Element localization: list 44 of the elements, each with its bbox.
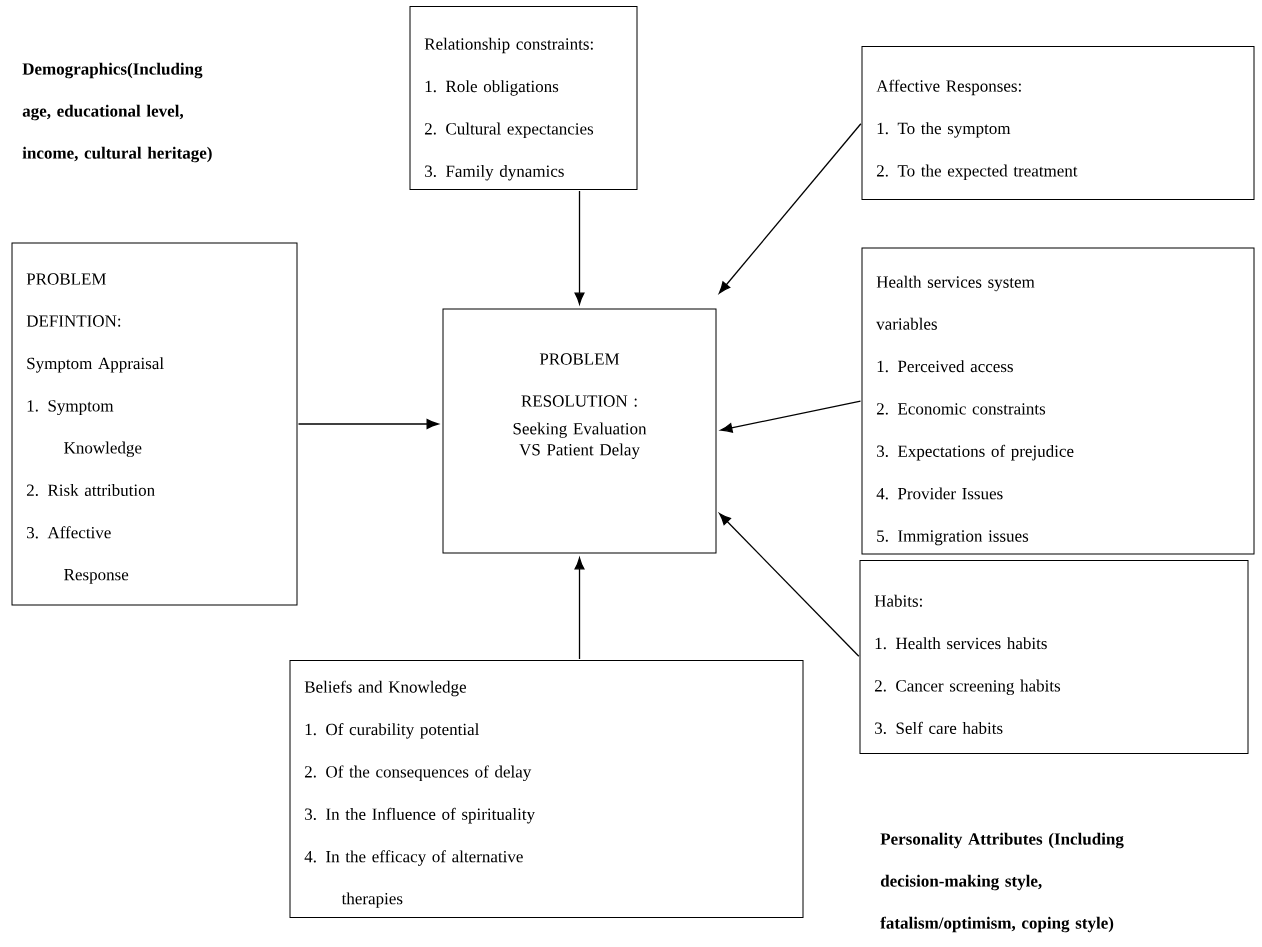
box-text: PROBLEM RESOLUTION : (521, 353, 637, 407)
list-item: 3. Family dynamics (425, 165, 564, 181)
arrow (574, 557, 585, 660)
list-item: 3. In the Influence of spirituality (305, 807, 535, 824)
text-box (859, 560, 1249, 754)
list-item: 4. In the efficacy of alternative therapies (304, 850, 523, 908)
list-item: 1. Symptom Knowledge (27, 400, 142, 458)
list-item: 2. Cultural expectancies (424, 122, 594, 138)
box-heading: PROBLEM DEFINTION: (26, 273, 121, 327)
box-heading: Habits: (874, 594, 922, 607)
box-heading: Beliefs and Knowledge (304, 680, 466, 697)
list-item: 1. Role obligations (425, 80, 559, 96)
list-item: 3. Self care habits (875, 721, 1003, 735)
box-heading: Affective Responses: (876, 79, 1021, 96)
list-item: 2. Of the consequences of delay (304, 765, 532, 782)
list-item: 2. Risk attribution (26, 484, 155, 497)
note-text: Demographics(Including age, educational level, income, cultural heritage) (22, 62, 212, 163)
list-item: 2. Cancer screening habits (874, 679, 1061, 696)
arrow (574, 190, 585, 305)
text-box (442, 308, 717, 554)
list-item: 1. To the symptom (877, 122, 1011, 138)
box-heading: Health services system variables (876, 275, 1035, 330)
list-item: 1. Perceived access (877, 360, 1013, 373)
list-item: 1. Health services habits (875, 637, 1047, 650)
list-item: 5. Immigration issues (877, 530, 1029, 546)
arrow (720, 400, 862, 433)
text-box (289, 660, 804, 918)
list-item: 2. To the expected treatment (876, 164, 1078, 180)
arrow (718, 123, 862, 294)
text-box (861, 247, 1255, 555)
text-box (11, 242, 298, 606)
list-item: 3. Expectations of prejudice (877, 444, 1074, 461)
arrow (719, 513, 860, 657)
box-text: Seeking Evaluation VS Patient Delay (513, 422, 647, 459)
list-item: 2. Economic constraints (876, 403, 1046, 415)
box-heading: Relationship constraints: (424, 37, 593, 54)
text-box (861, 46, 1255, 200)
list-item: 3. Affective Response (27, 526, 129, 584)
list-item: 4. Provider Issues (876, 487, 1003, 500)
note-text: Personality Attributes (Including decision-making style, fatalism/optimism, coping style) (880, 832, 1124, 933)
arrow (297, 419, 439, 429)
text-box (409, 6, 638, 190)
box-heading: Symptom Appraisal (27, 357, 164, 373)
list-item: 1. Of curability potential (305, 723, 479, 739)
